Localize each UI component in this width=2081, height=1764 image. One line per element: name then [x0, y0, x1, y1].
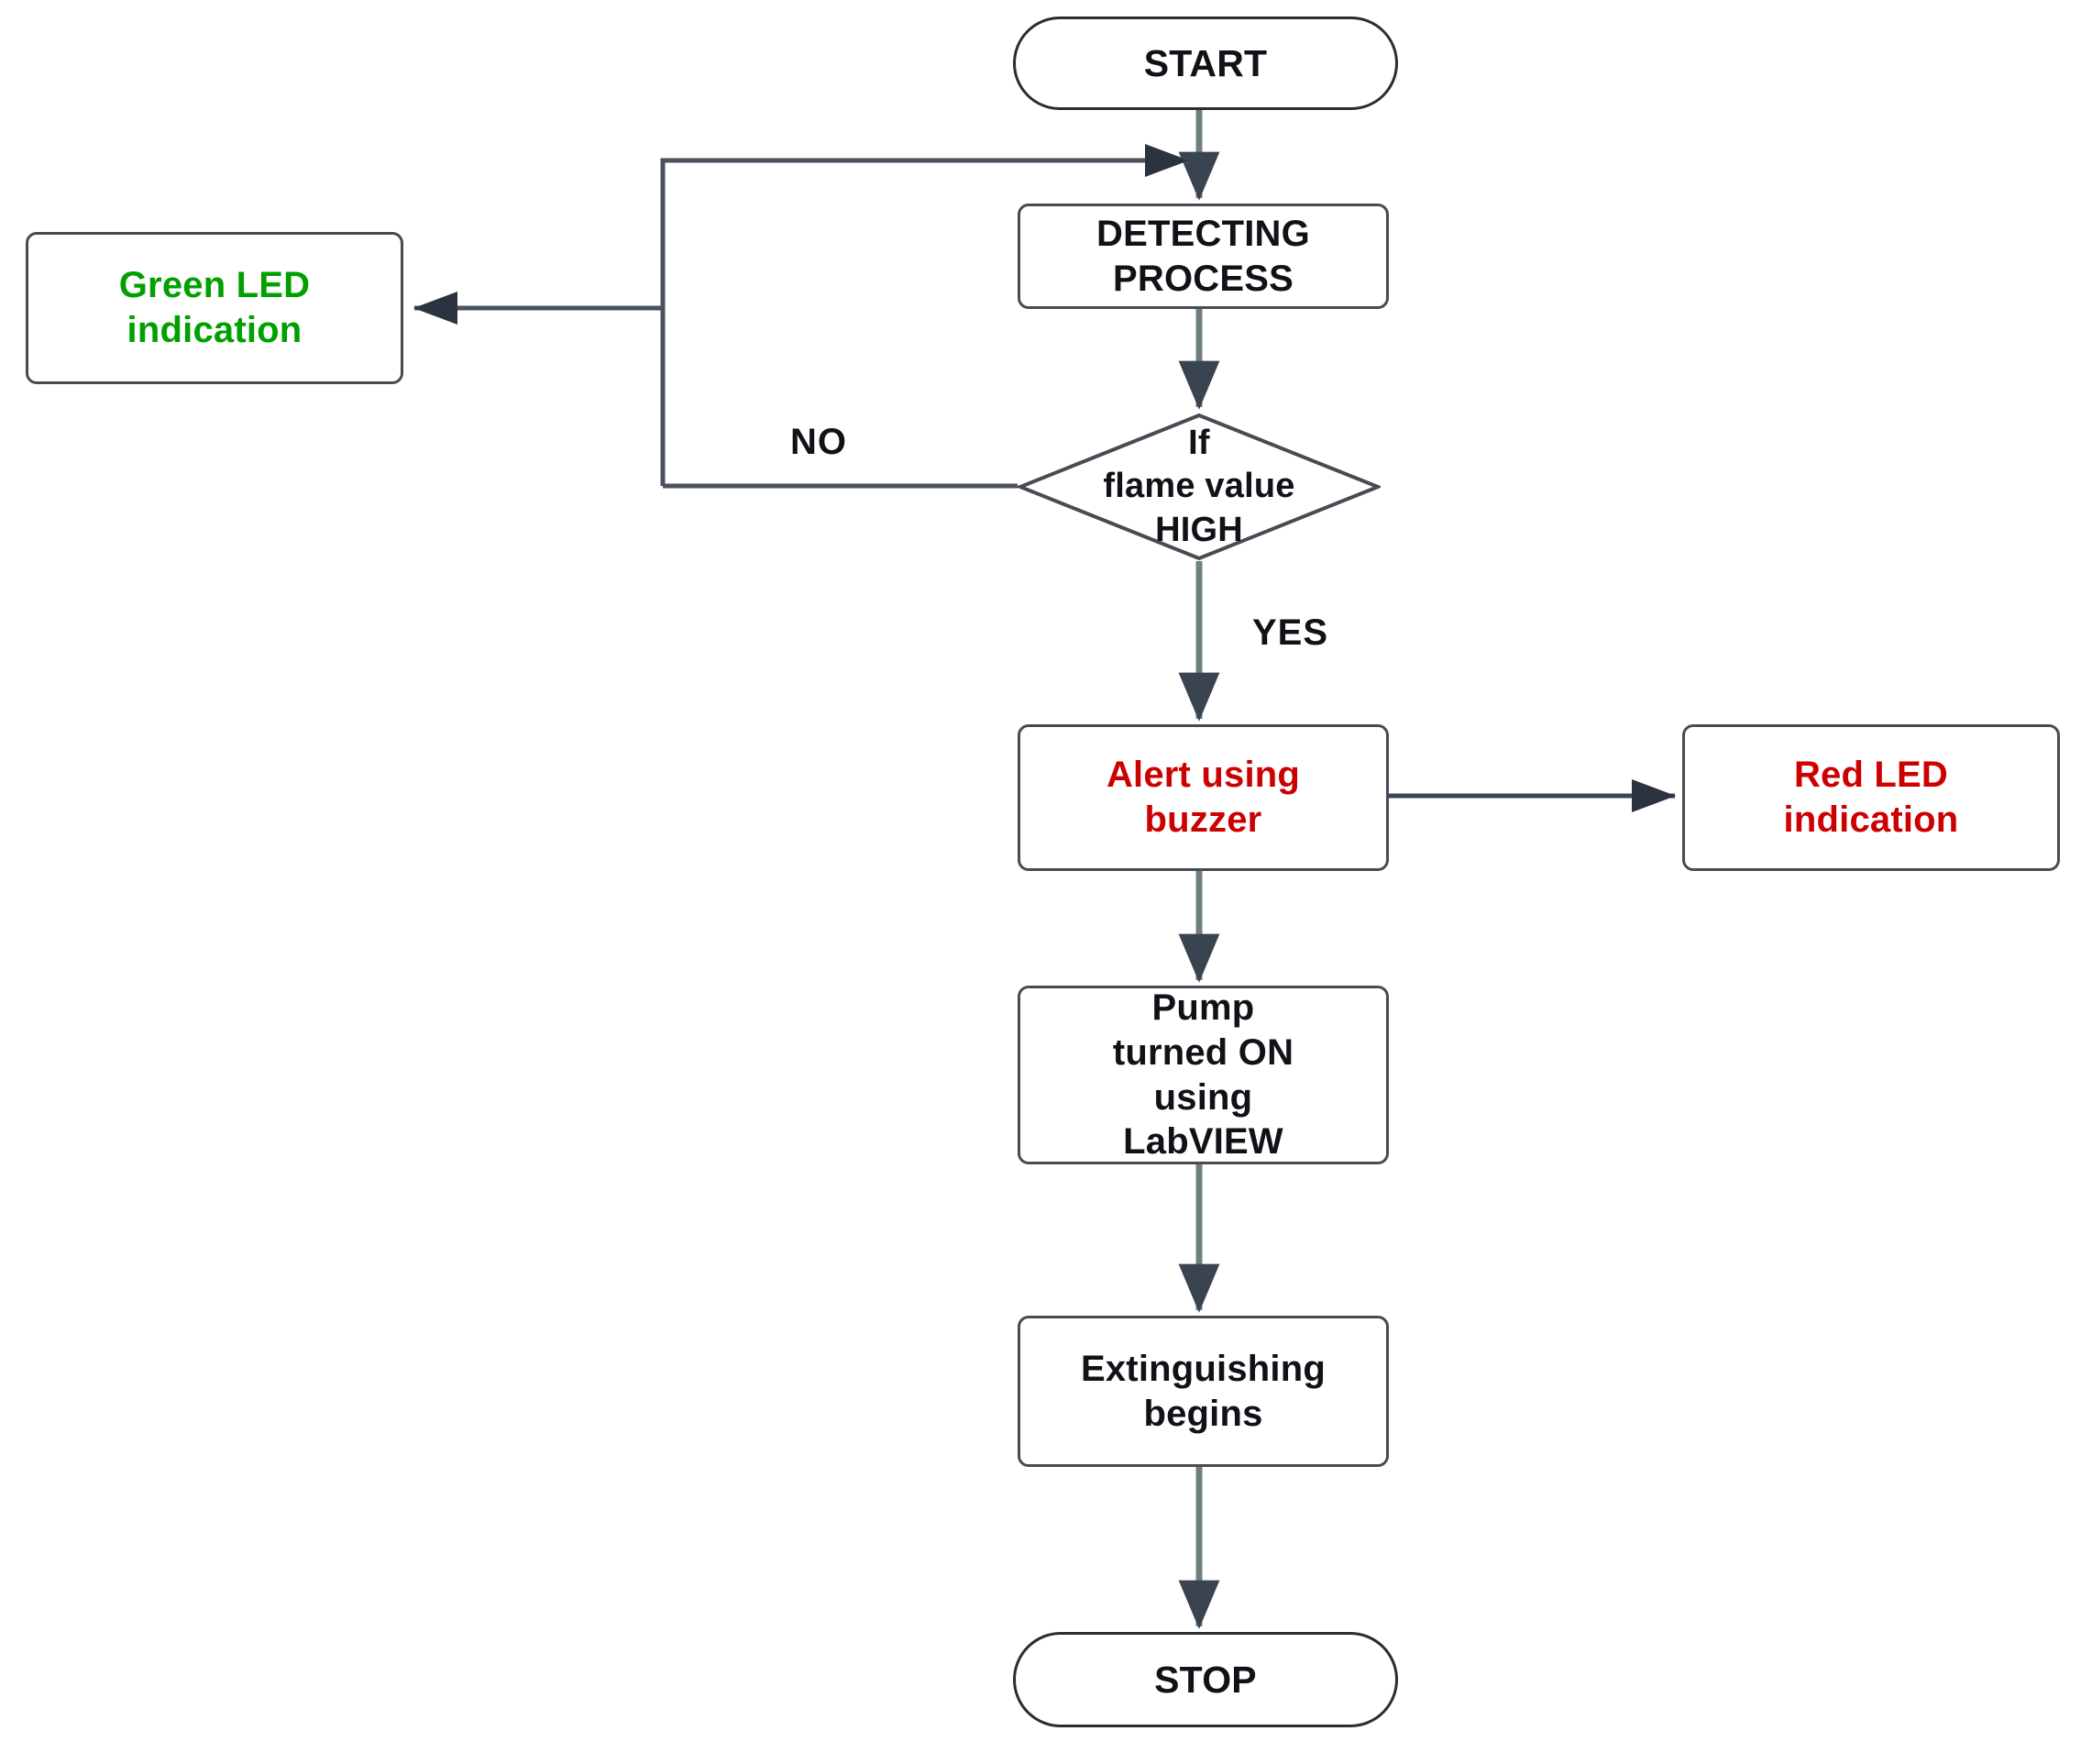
node-red-led-indication[interactable]: Red LED indication: [1682, 724, 2060, 871]
node-green-led-indication[interactable]: Green LED indication: [26, 232, 403, 384]
node-decision-line1: If: [1188, 424, 1210, 463]
branch-label-no: NO: [790, 422, 847, 462]
node-red-led-line1: Red LED: [1793, 755, 1949, 796]
node-extinguish-line1: Extinguishing: [1080, 1348, 1327, 1389]
node-stop[interactable]: STOP: [1013, 1632, 1398, 1727]
node-pump-line4: LabVIEW: [1123, 1121, 1283, 1163]
node-pump-line2: turned ON: [1112, 1031, 1294, 1073]
node-decision-text: If flame value HIGH: [1103, 422, 1294, 551]
node-extinguish-label: Extinguishing begins: [1081, 1347, 1326, 1437]
node-decision-flame-value[interactable]: If flame value HIGH: [1018, 413, 1381, 561]
node-extinguish-line2: begins: [1143, 1393, 1263, 1434]
node-red-led-label: Red LED indication: [1784, 753, 1959, 843]
node-decision-line2: flame value: [1103, 467, 1295, 506]
node-start[interactable]: START: [1013, 17, 1398, 110]
node-red-led-line2: indication: [1783, 799, 1959, 840]
branch-label-yes: YES: [1252, 612, 1329, 653]
node-decision-line3: HIGH: [1155, 510, 1243, 549]
node-detecting-process-line1: DETECTING: [1096, 213, 1310, 254]
node-alert-line1: Alert using: [1106, 755, 1301, 796]
node-detecting-process-label: DETECTING PROCESS: [1096, 212, 1310, 302]
node-alert-label: Alert using buzzer: [1107, 753, 1300, 843]
node-alert-using-buzzer[interactable]: Alert using buzzer: [1018, 724, 1389, 871]
node-decision-label: If flame value HIGH: [1018, 413, 1381, 561]
node-extinguishing-begins[interactable]: Extinguishing begins: [1018, 1316, 1389, 1467]
node-start-label: START: [1143, 41, 1268, 84]
node-stop-label: STOP: [1154, 1658, 1257, 1701]
node-green-led-label: Green LED indication: [119, 263, 311, 353]
node-pump-line1: Pump: [1151, 987, 1255, 1028]
node-alert-line2: buzzer: [1144, 799, 1262, 840]
node-green-led-line2: indication: [127, 310, 303, 350]
decision-diamond-shape: [1018, 413, 1381, 561]
node-detecting-process-line2: PROCESS: [1112, 258, 1294, 299]
node-detecting-process[interactable]: DETECTING PROCESS: [1018, 204, 1389, 309]
node-green-led-line1: Green LED: [118, 265, 311, 306]
node-pump-line3: using: [1153, 1076, 1253, 1118]
node-pump-label: Pump turned ON using LabVIEW: [1113, 986, 1294, 1164]
node-pump-turned-on[interactable]: Pump turned ON using LabVIEW: [1018, 986, 1389, 1164]
